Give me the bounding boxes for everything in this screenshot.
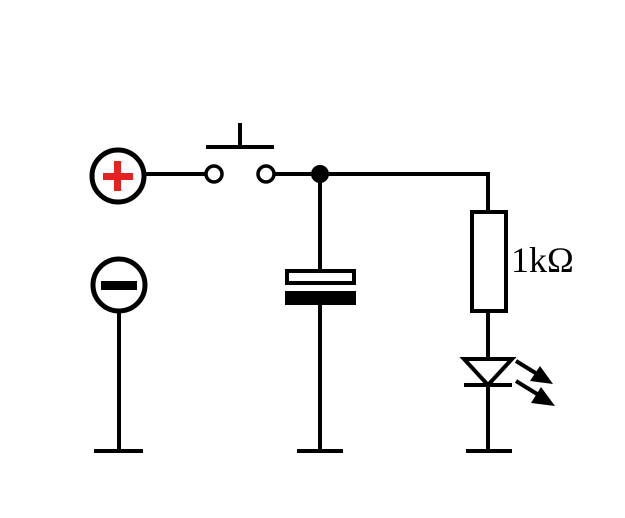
plus-sign-vertical [114,161,121,191]
switch-contact-right [256,164,276,184]
resistor [470,210,508,313]
led-arrow-1-head [530,366,553,384]
led-emission-arrows-icon [514,359,555,406]
minus-sign-icon [101,281,137,290]
resistor-label: 1kΩ [511,240,574,280]
led-diode-triangle [459,357,517,388]
resistor-body [470,210,508,313]
plus-sign-icon [103,161,133,191]
led-arrow-2-head [531,387,555,406]
switch-contact-left [204,164,224,184]
capacitor-plate-negative [285,291,356,305]
push-button-switch [204,123,276,184]
negative-terminal [90,256,148,314]
capacitor-plate-positive [285,269,356,285]
led [459,357,555,406]
positive-terminal [89,147,147,205]
electrolytic-capacitor [285,269,356,305]
